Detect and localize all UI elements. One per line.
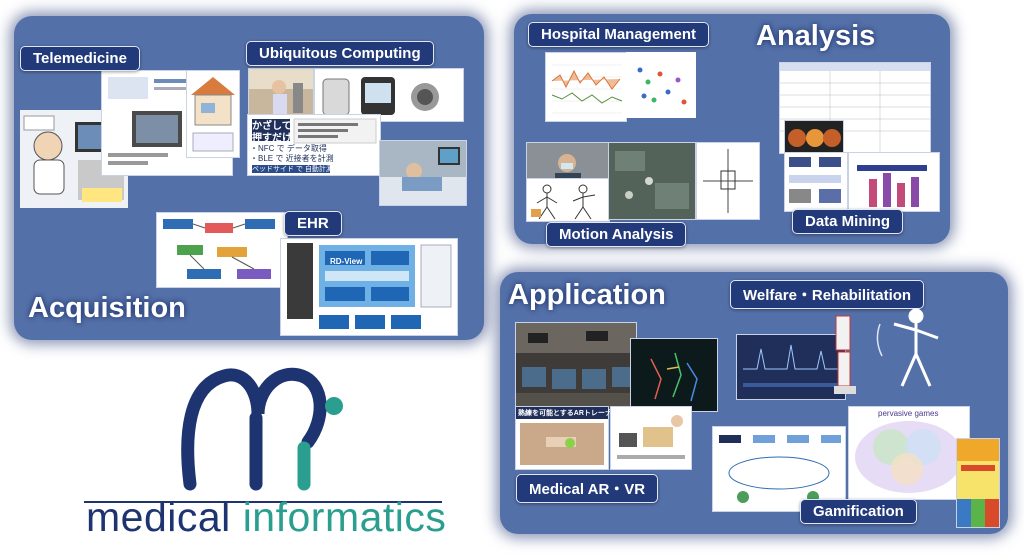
- section-title-analysis: Analysis: [756, 20, 876, 52]
- ehr-system-diagram: [280, 238, 458, 336]
- label-welfare-rehabilitation: Welfare・Rehabilitation: [730, 280, 925, 309]
- section-title-application: Application: [508, 279, 666, 311]
- medical-informatics-logo-mark: [160, 362, 360, 512]
- hospital-scatter-plot: [626, 52, 696, 118]
- ubiquitous-bedside-photo: [379, 140, 467, 206]
- logo-wordmark: medical informatics: [86, 494, 446, 541]
- section-title-acquisition: Acquisition: [28, 292, 186, 324]
- vr-room-photo: [515, 322, 637, 410]
- phone-caption-line1: かざして: [252, 121, 292, 132]
- datamining-brain-images: [784, 120, 844, 156]
- phone-caption-line2: 押すだけ: [252, 133, 292, 144]
- label-gamification: Gamification: [800, 499, 917, 524]
- motion-trajectory: [696, 142, 760, 220]
- motion-stick-figure: [526, 178, 610, 222]
- vr-skeleton-render: [630, 338, 718, 412]
- ubiquitous-phone-slide: [247, 114, 381, 176]
- hospital-line-chart: [545, 52, 627, 122]
- ar-setup-diagram: [610, 406, 692, 470]
- bedside-caption: ベッドサイド で 自動計測: [252, 166, 333, 173]
- datamining-flow-diagram: [784, 152, 848, 212]
- logo-word-medical: medical: [86, 494, 231, 540]
- rehab-leg-model: [816, 312, 872, 398]
- telemedicine-house-diagram: [186, 70, 240, 158]
- ar-trainer-slide: [515, 406, 609, 470]
- label-data-mining: Data Mining: [792, 209, 903, 234]
- ehr-network-diagram: [156, 212, 288, 288]
- label-hospital-management: Hospital Management: [528, 22, 710, 47]
- label-ubiquitous-computing: Ubiquitous Computing: [246, 41, 434, 66]
- motion-overhead-video: [608, 142, 696, 220]
- label-telemedicine: Telemedicine: [20, 46, 140, 71]
- ar-trainer-caption: 熟練を可能とするARトレーナー: [518, 410, 619, 417]
- rehab-signal-plot: [736, 334, 846, 400]
- datamining-bar-chart: [848, 152, 940, 212]
- ble-caption: ・BLE で 近接者を計測: [250, 154, 334, 163]
- label-medical-ar-vr: Medical AR・VR: [516, 474, 659, 503]
- label-motion-analysis: Motion Analysis: [546, 222, 687, 247]
- logo-word-informatics: informatics: [242, 494, 447, 540]
- nfc-caption: ・NFC で データ取得: [250, 144, 327, 153]
- ehr-view-caption: RD-View: [330, 257, 363, 266]
- gamification-book-cover: [956, 438, 1000, 528]
- label-ehr: EHR: [284, 211, 342, 236]
- pervasive-games-caption: pervasive games: [878, 409, 939, 418]
- rehab-person-figure: [872, 304, 952, 394]
- gamification-venn: [848, 406, 970, 500]
- ubiquitous-device-photo: [314, 68, 464, 122]
- logo-underline: [84, 501, 442, 503]
